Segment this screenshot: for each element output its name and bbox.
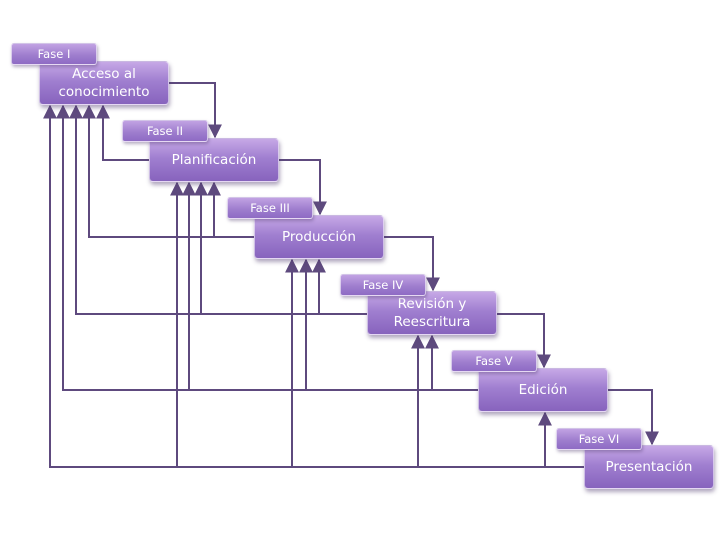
phase-label-5: Edición — [518, 382, 568, 398]
phase-tag-4: Fase IV — [340, 274, 426, 296]
phase-label-6: Presentación — [605, 459, 693, 475]
feedback-arrow-4-3 — [312, 258, 367, 315]
phase-tag-6: Fase VI — [556, 428, 642, 450]
phase-label-2: Planificación — [171, 152, 257, 168]
phase-box-acceso-al-conocimiento: Acceso al conocimiento — [39, 61, 169, 105]
feedback-arrow-6-5 — [538, 411, 584, 468]
phase-box-edicion: Edición — [478, 368, 608, 412]
phase-tag-3: Fase III — [227, 197, 313, 219]
phase-box-presentacion: Presentación — [584, 445, 714, 489]
forward-arrow-3-4 — [384, 236, 440, 292]
forward-arrow-1-2 — [169, 82, 222, 139]
phase-box-planificacion: Planificación — [149, 138, 279, 182]
feedback-arrow-3-1 — [82, 104, 254, 238]
phase-label-3: Producción — [282, 229, 356, 245]
phase-box-revision-y-reescritura: Revisión y Reescritura — [367, 291, 497, 335]
phase-box-produccion: Producción — [254, 215, 384, 259]
phase-tag-2: Fase II — [122, 120, 208, 142]
phase-tag-5: Fase V — [451, 350, 537, 372]
forward-arrow-4-5 — [497, 313, 551, 369]
feedback-arrow-4-2 — [194, 181, 367, 315]
feedback-arrow-5-3 — [299, 258, 478, 391]
phase-label-4: Revisión y Reescritura — [393, 296, 471, 330]
feedback-arrow-3-2 — [207, 181, 254, 238]
forward-arrow-2-3 — [279, 159, 327, 216]
feedback-arrow-6-4 — [411, 334, 584, 468]
phase-label-1: Acceso al conocimiento — [58, 66, 150, 100]
feedback-arrow-2-1 — [96, 104, 149, 161]
phase-tag-1: Fase I — [11, 43, 97, 65]
feedback-arrow-5-4 — [425, 334, 478, 391]
forward-arrow-5-6 — [608, 389, 659, 446]
